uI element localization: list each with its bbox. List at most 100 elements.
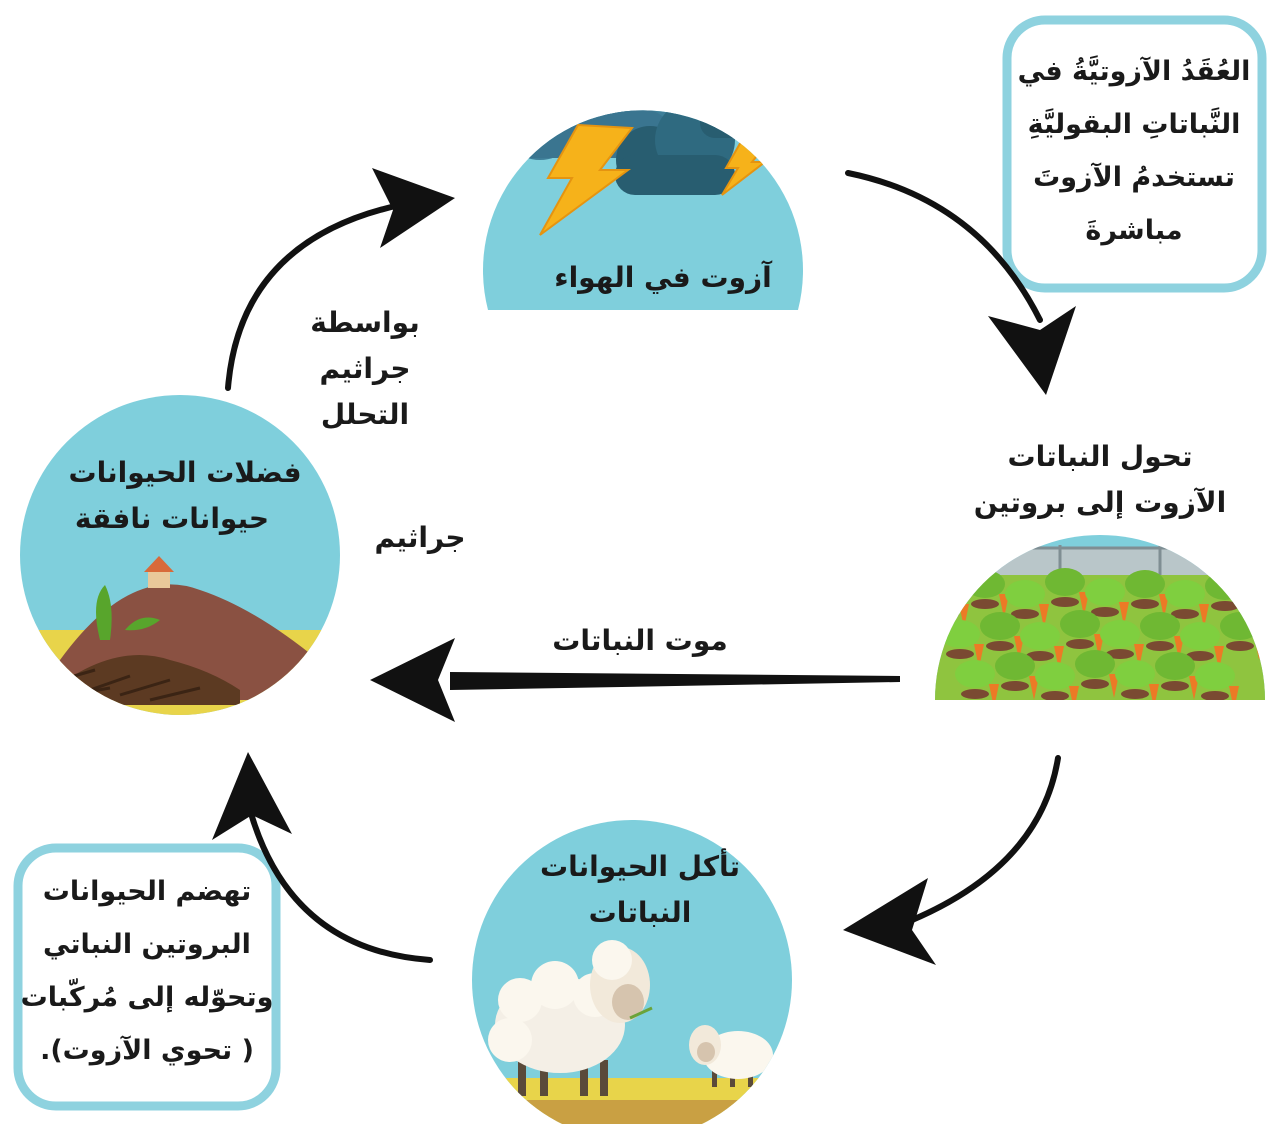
leafy-plant-icon bbox=[1005, 580, 1045, 608]
note-legumes-line-4: مباشرةَ bbox=[1085, 215, 1182, 246]
arrow-waste-to-air bbox=[225, 202, 403, 391]
animals-label-line-1: تأكل الحيوانات bbox=[540, 848, 740, 883]
carrot-icon bbox=[1069, 686, 1079, 700]
note-box-legumes bbox=[1002, 15, 1267, 293]
carrot-icon bbox=[1119, 602, 1129, 626]
arrow-plants-to-animals bbox=[897, 755, 1061, 928]
leafy-plant-icon bbox=[1140, 612, 1180, 640]
soil-patch bbox=[935, 609, 959, 619]
leafy-plant-icon bbox=[1115, 660, 1155, 688]
carrot-icon bbox=[1214, 646, 1224, 670]
label-plant-death: موت النباتات bbox=[552, 624, 728, 657]
leafy-plant-icon bbox=[955, 660, 995, 688]
lamb-icon bbox=[689, 1025, 773, 1087]
leafy-plant-icon bbox=[1100, 620, 1140, 648]
leafy-plant-icon bbox=[940, 620, 980, 648]
leafy-plant-icon bbox=[1045, 568, 1085, 596]
soil-patch bbox=[961, 689, 989, 699]
carrot-icon bbox=[1054, 646, 1064, 670]
waste-label-line-2-part-1: حيوانات bbox=[151, 502, 269, 535]
carrot-icon bbox=[1189, 676, 1199, 700]
leafy-plant-icon bbox=[1155, 652, 1195, 680]
soil-patch bbox=[1066, 639, 1094, 649]
soil-patch bbox=[1186, 651, 1214, 661]
carrot-icon bbox=[1229, 686, 1239, 700]
arrowhead-digestion-to-waste bbox=[212, 752, 292, 840]
soil-patch bbox=[986, 641, 1014, 651]
plants-label-line-1: تحول النباتات bbox=[1008, 440, 1193, 473]
leafy-plant-icon bbox=[1220, 612, 1260, 640]
soil-patch bbox=[1161, 681, 1189, 691]
soil-patch bbox=[971, 599, 999, 609]
label-bacteria: جراثيم bbox=[374, 521, 466, 554]
arrowhead-plant-death bbox=[370, 638, 455, 722]
leafy-plant-icon bbox=[965, 570, 1005, 598]
arrow-plant-death bbox=[450, 672, 900, 690]
carrot-icon bbox=[1199, 604, 1209, 628]
carrot-icon bbox=[1159, 594, 1169, 618]
soil-patch bbox=[1226, 641, 1254, 651]
leafy-plant-icon bbox=[1020, 622, 1060, 650]
note-digestion-line-1: تهضم الحيوانات bbox=[43, 876, 252, 907]
plants-label-line-2: الآزوت إلى بروتين bbox=[974, 486, 1227, 520]
arrow-animals-to-digestion bbox=[247, 807, 433, 963]
note-digestion-line-4: ( تحوي الآزوت). bbox=[40, 1035, 254, 1066]
leafy-plant-icon bbox=[1060, 610, 1100, 638]
note-legumes-line-2: النَّباتاتِ البقوليَّةِ bbox=[1028, 106, 1241, 140]
soil-patch bbox=[1131, 599, 1159, 609]
soil-patch bbox=[1026, 651, 1054, 661]
leafy-plant-icon bbox=[995, 652, 1035, 680]
note-legumes-line-1: العُقَدُ الآزوتيَّةُ في bbox=[1018, 55, 1251, 87]
carrot-icon bbox=[1134, 644, 1144, 668]
soil-patch bbox=[1146, 641, 1174, 651]
waste-label-line-2-part-2: نافقة bbox=[75, 502, 152, 535]
carrot-icon bbox=[1079, 592, 1089, 616]
note-legume-nodules: العُقَدُ الآزوتيَّةُ في النَّباتاتِ البق… bbox=[1002, 15, 1267, 293]
carrot-icon bbox=[1149, 684, 1159, 700]
soil-patch bbox=[1091, 607, 1119, 617]
arrow-air-to-plants bbox=[845, 170, 1043, 323]
soil-patch bbox=[1051, 597, 1079, 607]
arrowhead-air-to-plants bbox=[988, 306, 1076, 395]
node-animals-eat-plants: تأكل الحيوانات النباتات bbox=[472, 820, 792, 1124]
animals-label-line-2: النباتات bbox=[589, 896, 692, 929]
leafy-plant-icon bbox=[1085, 578, 1125, 606]
soil-patch bbox=[1171, 609, 1199, 619]
note-box-digestion bbox=[13, 843, 281, 1111]
carrot-icon bbox=[1039, 604, 1049, 628]
leafy-plant-icon bbox=[1165, 580, 1205, 608]
waste-label-line-1: فضلات الحيوانات bbox=[68, 456, 301, 489]
carrot-icon bbox=[1014, 636, 1024, 660]
leafy-plant-icon bbox=[935, 580, 965, 608]
air-label: آزوت في الهواء bbox=[554, 260, 773, 294]
carrot-icon bbox=[1109, 674, 1119, 698]
node-animal-waste: فضلات الحيوانات حيوانات نافقة bbox=[20, 395, 340, 715]
node-nitrogen-in-air: آزوت في الهواء bbox=[483, 110, 803, 310]
soil-patch bbox=[1106, 649, 1134, 659]
lightning-bolt-icon bbox=[539, 123, 634, 236]
arrowhead-waste-to-air bbox=[372, 168, 455, 248]
note-animal-digestion: تهضم الحيوانات البروتين النباتي وتحوّله … bbox=[13, 843, 281, 1111]
soil-patch bbox=[1001, 681, 1029, 691]
soil-patch bbox=[1211, 601, 1239, 611]
carrot-icon bbox=[1029, 676, 1039, 700]
vegetable-garden-illustration bbox=[935, 545, 1265, 700]
node-plants-convert-nitrogen: تحول النباتات الآزوت إلى بروتين bbox=[935, 440, 1265, 700]
soil-patch bbox=[1081, 679, 1109, 689]
leafy-plant-icon bbox=[1125, 570, 1165, 598]
carrot-icon bbox=[989, 684, 999, 700]
leafy-plant-icon bbox=[1035, 662, 1075, 690]
leafy-plant-icon bbox=[1075, 650, 1115, 678]
carrot-icon bbox=[1174, 636, 1184, 660]
sheep-icon bbox=[488, 940, 653, 1096]
leafy-plant-icon bbox=[1180, 622, 1220, 650]
leafy-plant-icon bbox=[980, 612, 1020, 640]
carrot-icon bbox=[974, 644, 984, 668]
soil-patch bbox=[1041, 691, 1069, 700]
leafy-plant-icon bbox=[1205, 572, 1245, 600]
note-digestion-line-2: البروتين النباتي bbox=[43, 929, 251, 960]
waste-label-line-2: حيوانات نافقة bbox=[75, 502, 269, 535]
leafy-plant-icon bbox=[1195, 662, 1235, 690]
arrowhead-plants-to-animals bbox=[843, 878, 936, 965]
